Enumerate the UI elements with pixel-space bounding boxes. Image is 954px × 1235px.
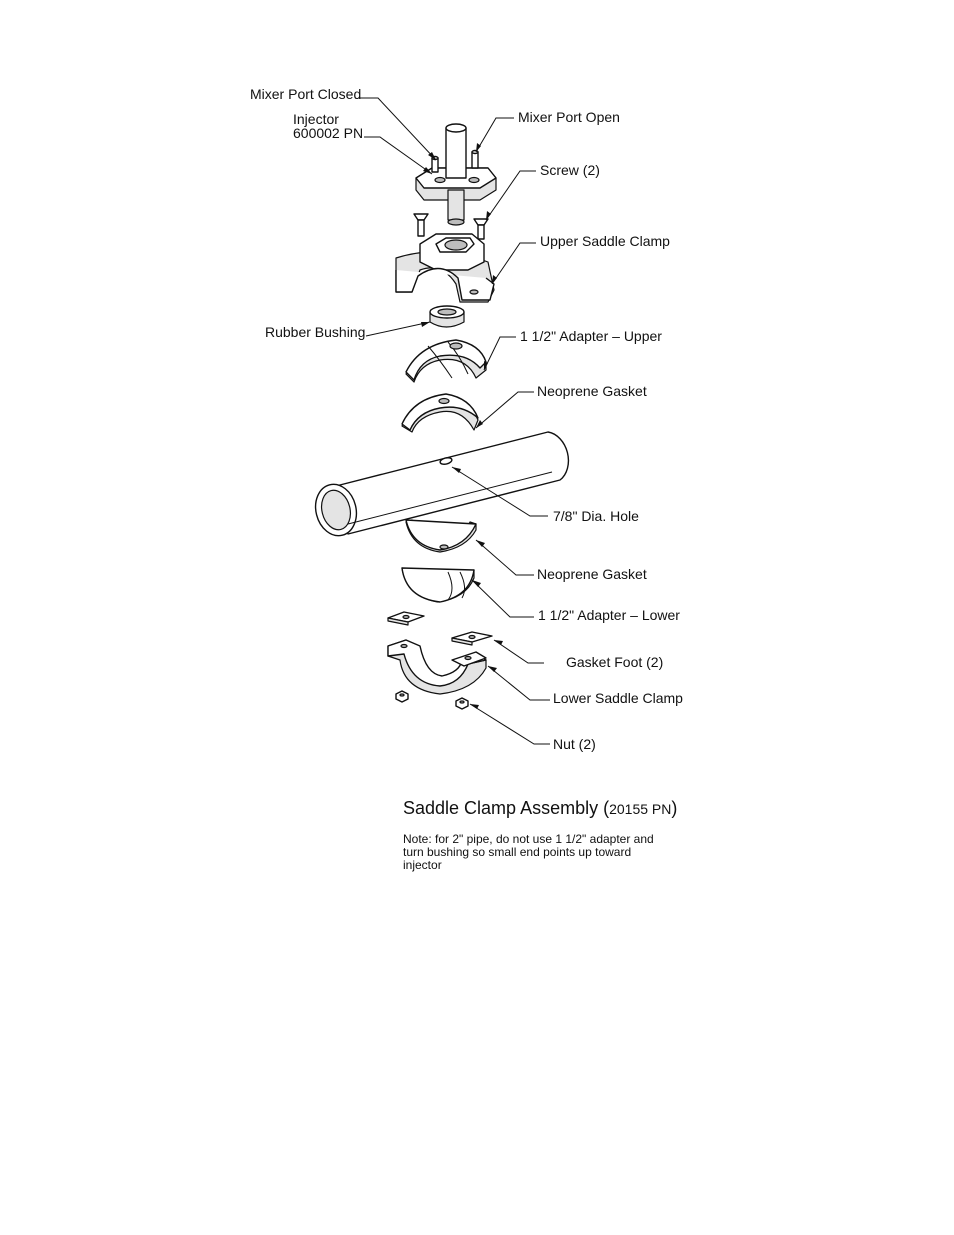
label-mixer-port-closed: Mixer Port Closed (250, 86, 361, 102)
nuts (395, 690, 469, 710)
screws (413, 213, 489, 240)
neoprene-gasket-lower (405, 519, 477, 553)
label-injector-pn: 600002 PN (293, 125, 363, 141)
label-gasket-foot: Gasket Foot (2) (566, 654, 663, 670)
label-mixer-port-open: Mixer Port Open (518, 109, 620, 125)
injector (415, 123, 497, 226)
assembly-title: Saddle Clamp Assembly (20155 PN) (403, 798, 677, 819)
arrowheads (421, 143, 503, 709)
exploded-assembly-diagram: Mixer Port Closed Injector 600002 PN Mix… (250, 86, 683, 752)
gasket-feet (387, 611, 493, 646)
label-rubber-bushing: Rubber Bushing (265, 324, 365, 340)
label-hole: 7/8" Dia. Hole (553, 508, 639, 524)
lower-saddle-clamp (387, 639, 487, 695)
pipe (314, 431, 570, 537)
upper-saddle-clamp (395, 233, 495, 303)
leader-lines (358, 97, 550, 745)
label-screw: Screw (2) (540, 162, 600, 178)
label-adapter-lower: 1 1/2" Adapter – Lower (538, 607, 680, 623)
assembly-title-close: ) (671, 798, 678, 818)
label-adapter-upper: 1 1/2" Adapter – Upper (520, 328, 662, 344)
label-upper-saddle-clamp: Upper Saddle Clamp (540, 233, 670, 249)
label-neoprene-gasket-upper: Neoprene Gasket (537, 383, 647, 399)
label-nut: Nut (2) (553, 736, 596, 752)
adapter-lower (401, 567, 475, 603)
label-lower-saddle-clamp: Lower Saddle Clamp (553, 690, 683, 706)
label-neoprene-gasket-lower: Neoprene Gasket (537, 566, 647, 582)
assembly-part-number: 20155 PN (609, 801, 672, 817)
assembly-note: Note: for 2" pipe, do not use 1 1/2" ada… (403, 832, 654, 872)
neoprene-gasket-upper (401, 393, 479, 433)
rubber-bushing (429, 305, 465, 328)
label-injector: Injector (293, 111, 339, 127)
assembly-title-text: Saddle Clamp Assembly ( (403, 798, 610, 818)
adapter-upper (405, 339, 487, 383)
